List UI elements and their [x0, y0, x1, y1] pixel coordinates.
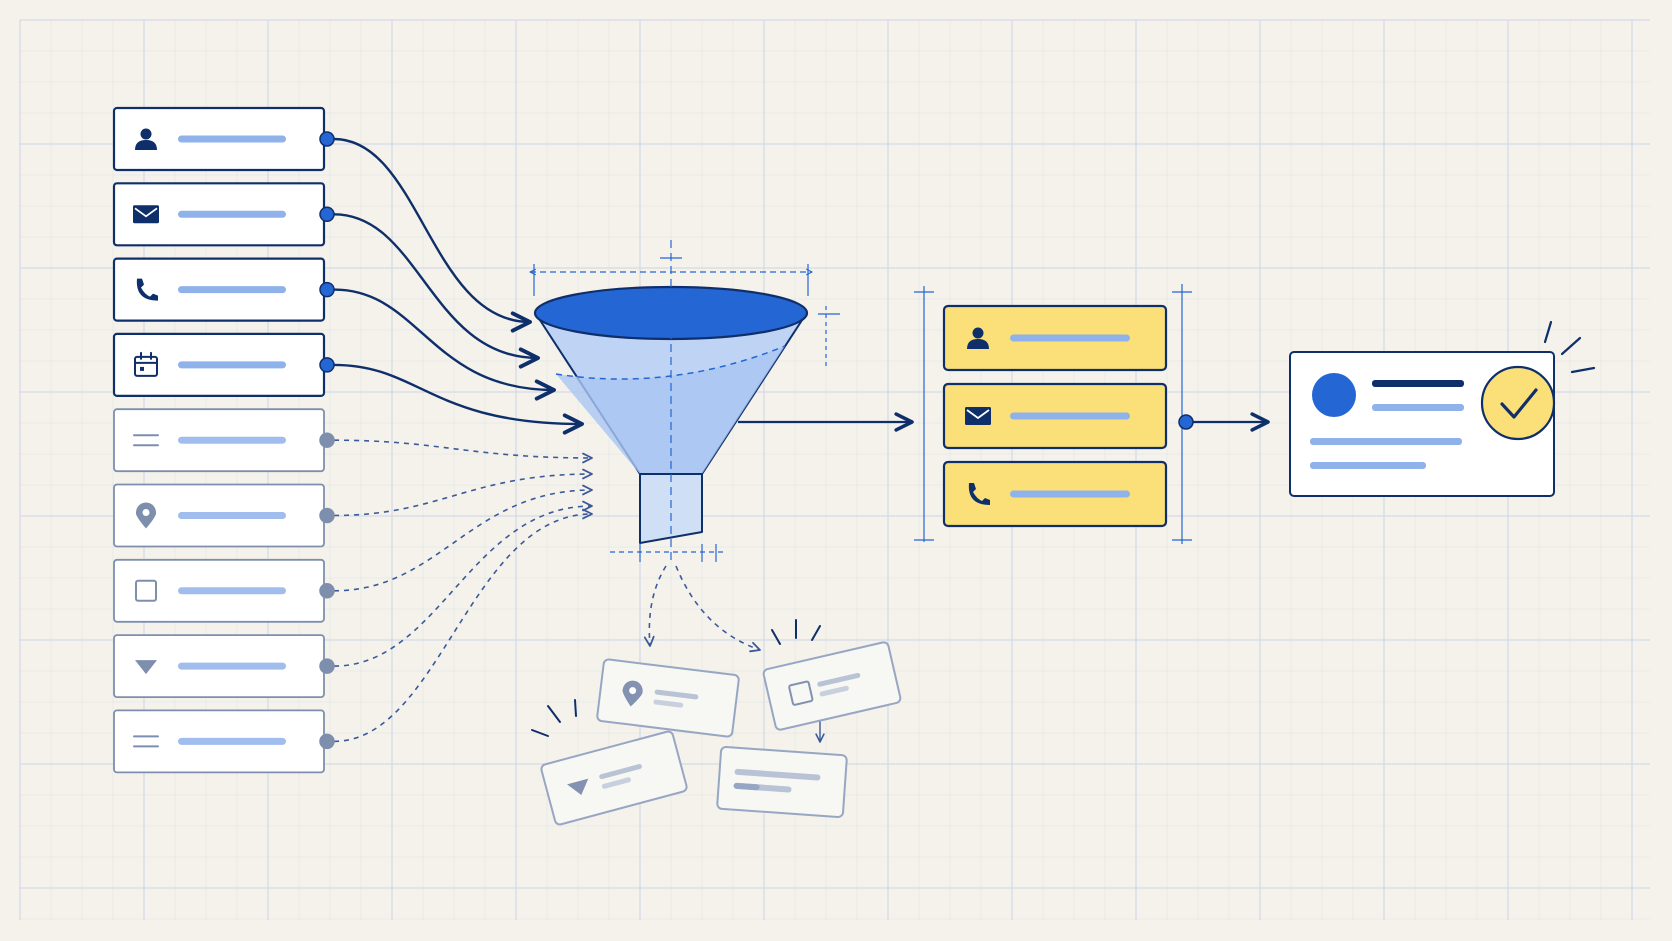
input-field	[113, 634, 335, 698]
field-value-line	[178, 512, 286, 519]
calendar-icon	[134, 351, 158, 377]
input-field	[112, 106, 335, 172]
map-pin-icon	[135, 502, 157, 529]
sparkle-lines	[1543, 320, 1596, 374]
user-icon	[135, 128, 157, 150]
connector-dot	[319, 658, 335, 674]
discarded-field	[596, 658, 740, 738]
connector-dot	[319, 357, 335, 373]
result-title-line	[1372, 380, 1464, 387]
envelope-icon	[133, 205, 159, 224]
checkmark-badge	[1480, 365, 1556, 441]
result-card	[1289, 320, 1596, 497]
connector-dot	[319, 583, 335, 599]
connector-dot	[319, 733, 335, 750]
ignored-connector	[333, 508, 593, 743]
phone-icon	[136, 278, 158, 301]
lines-icon	[133, 735, 159, 748]
selected-connector	[333, 363, 584, 435]
field-value-line	[178, 587, 286, 595]
input-field	[113, 483, 335, 548]
discarded-field	[716, 746, 848, 818]
result-subtitle-line	[1372, 404, 1464, 411]
discard-arrows	[643, 565, 825, 743]
kept-field	[942, 382, 1168, 450]
connector-dot	[319, 432, 335, 448]
connector-dot	[319, 131, 335, 147]
ignored-connector	[333, 468, 593, 517]
input-field	[113, 408, 335, 473]
discarded-field-list	[540, 641, 902, 826]
selected-connector	[333, 137, 532, 333]
field-value-line	[178, 436, 286, 444]
input-field	[112, 332, 335, 397]
kept-field	[942, 460, 1168, 528]
field-value-line	[178, 210, 286, 218]
discarded-field	[762, 641, 902, 731]
input-field	[112, 257, 335, 322]
field-value-line	[178, 737, 286, 745]
lines-icon	[133, 434, 159, 447]
dropdown-triangle-icon	[135, 660, 157, 675]
discarded-field	[540, 730, 688, 826]
field-value-line	[1010, 490, 1130, 498]
input-connectors	[333, 137, 593, 743]
connector-dot	[319, 281, 335, 298]
kept-field	[942, 304, 1168, 372]
connector-dot	[319, 507, 335, 524]
kept-output-dot	[1178, 414, 1194, 430]
checkmark-icon	[1500, 388, 1538, 419]
filter-funnel	[533, 240, 809, 560]
field-value-line	[178, 286, 286, 294]
selected-connector	[333, 213, 540, 369]
ignored-connector	[333, 439, 593, 464]
discard-sparkles	[531, 619, 821, 737]
input-field	[113, 709, 335, 774]
ignored-connector	[333, 484, 593, 592]
field-value-line	[178, 662, 286, 670]
phone-icon	[968, 483, 990, 505]
result-body-line-1	[1310, 438, 1462, 445]
dimension-marks	[530, 257, 1192, 562]
input-field	[112, 182, 335, 247]
map-pin-icon	[622, 680, 643, 707]
user-icon	[967, 327, 989, 349]
field-value-line	[178, 361, 286, 369]
field-value-line	[1010, 412, 1130, 420]
result-body-line-2	[1310, 462, 1426, 469]
ignored-connector	[333, 500, 593, 667]
envelope-icon	[965, 407, 991, 425]
selected-connector	[333, 288, 556, 401]
avatar	[1312, 373, 1356, 417]
input-field-list	[112, 106, 335, 774]
input-field	[113, 558, 335, 623]
field-value-line	[178, 135, 286, 143]
kept-field-list	[942, 304, 1168, 528]
checkbox-icon	[788, 680, 814, 706]
field-value-line	[1010, 334, 1130, 342]
dropdown-triangle-icon	[567, 778, 589, 796]
funnel-spout	[639, 473, 703, 544]
connector-dot	[319, 206, 335, 223]
checkbox-icon	[135, 579, 157, 602]
